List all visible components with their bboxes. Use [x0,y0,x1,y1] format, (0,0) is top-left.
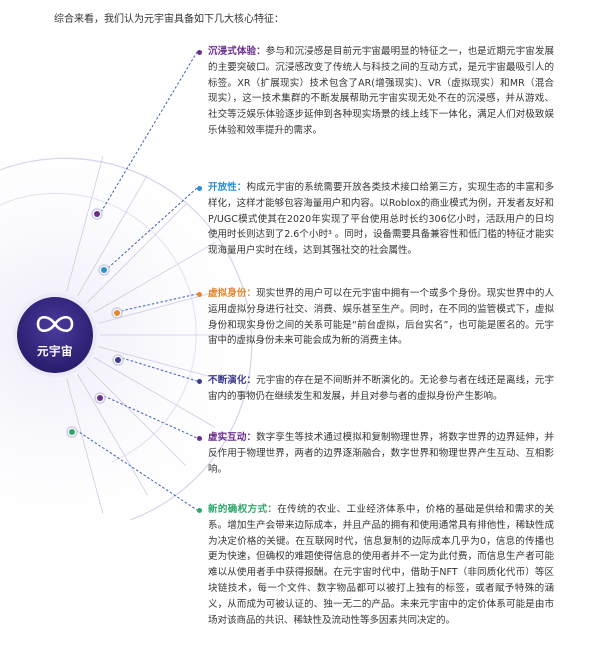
feature-item: 虚实互动：数字孪生等技术通过模拟和复制物理世界，将数字世界的边界延伸，并反作用于… [208,430,554,477]
feature-title: 不断演化： [208,375,257,386]
feature-title: 虚实互动： [208,432,257,443]
feature-bullet [197,378,202,384]
feature-title: 虚拟身份： [208,288,257,299]
decor-ray [66,378,104,514]
logo-label: 元宇宙 [37,344,73,358]
decor-ray [98,346,234,384]
connector-line [107,187,198,269]
connector-line [75,429,198,511]
decor-ray [98,286,234,324]
feature-item: 虚拟身份：现实世界的用户可以在元宇宙中拥有一个或多个身份。现实世界中的人运用虚拟… [208,286,554,349]
decor-ray [86,203,187,304]
infinity-icon [36,315,74,333]
feature-item: 不断演化：元宇宙的存在是不间断并不断演化的。无论参与者在线还是离线，元宇宙内的事… [208,373,554,405]
connector-line [121,357,198,382]
arc-node-dot [69,429,75,435]
feature-body: 参与和沉浸感是目前元宇宙最明显的特征之一，也是近期元宇宙发展的主要突破口。沉浸感… [208,46,554,136]
decor-ray [77,373,148,496]
feature-body: 现实世界的用户可以在元宇宙中拥有一个或多个身份。现实世界中的人运用虚拟分身进行社… [208,288,554,347]
connector-line [103,395,198,439]
arc-node-dot [97,395,103,401]
feature-title: 沉浸式体验： [208,46,266,57]
feature-item: 开放性：构成元宇宙的系统需要开放各类技术接口给第三方，实现生态的丰富和多样化，这… [208,180,554,259]
arc-node-dot [115,357,121,363]
feature-item: 新的确权方式：在传统的农业、工业经济体系中，价格的基础是供给和需求的关系。增加生… [208,502,554,628]
feature-body: 元宇宙的存在是不间断并不断演化的。无论参与者在线还是离线，元宇宙内的事物仍在继续… [208,375,554,402]
feature-title: 新的确权方式： [208,504,278,515]
feature-title: 开放性： [208,182,247,193]
arc-node-dot [94,211,100,217]
decor-ray [66,156,104,292]
connector-line [120,293,198,312]
feature-bullet [197,435,202,441]
feature-body: 构成元宇宙的系统需要开放各类技术接口给第三方，实现生态的丰富和多样化，这样才能够… [208,182,554,257]
decor-ray [93,357,216,428]
metaverse-logo: 元宇宙 [17,297,93,373]
arc-outer [0,157,253,521]
decor-ray [93,242,216,313]
decor-ray [86,366,187,467]
feature-item: 沉浸式体验：参与和沉浸感是目前元宇宙最明显的特征之一，也是近期元宇宙发展的主要突… [208,44,554,139]
feature-bullet [197,291,202,297]
feature-body: 数字孪生等技术通过模拟和复制物理世界，将数字世界的边界延伸，并反作用于物理世界，… [208,432,554,475]
feature-bullet [197,185,202,191]
feature-bullet [197,507,202,513]
feature-body: 在传统的农业、工业经济体系中，价格的基础是供给和需求的关系。增加生产会带来边际成… [208,504,554,626]
connector-line [100,51,198,213]
arc-inner [0,192,197,463]
decor-ray [77,174,148,297]
intro-text: 综合来看，我们认为元宇宙具备如下几大核心特征： [54,14,284,25]
arc-node-dot [101,267,107,273]
feature-bullet [197,49,202,55]
arc-node-dot [114,310,120,316]
